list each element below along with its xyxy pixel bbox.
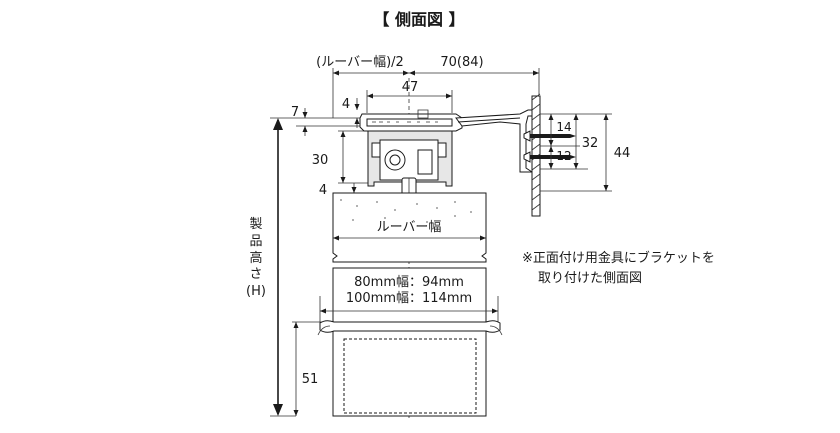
bracket-edge (457, 117, 521, 123)
arrowhead (320, 308, 326, 314)
arrowhead (548, 146, 554, 152)
dim-label-14: 14 (556, 120, 571, 134)
arrowhead (354, 104, 360, 110)
note-line-2: 取り付けた側面図 (538, 271, 642, 286)
arrowhead (533, 70, 539, 76)
arrowhead (480, 235, 486, 241)
screw-head-lower (523, 151, 531, 163)
weight-caps (317, 325, 503, 336)
arrowhead (293, 322, 299, 328)
arrowhead (548, 140, 554, 146)
label-product-height-2: 品 (249, 234, 262, 249)
arrowhead (367, 93, 373, 99)
carrier-tab-right (437, 142, 447, 158)
label-product-height-1: 製 (249, 217, 262, 232)
label-louver-width: ルーバー幅 (377, 220, 442, 235)
arrowhead (446, 93, 452, 99)
arrowhead (273, 404, 283, 416)
arrowhead (403, 70, 409, 76)
arrowhead (340, 131, 346, 137)
screw-upper (530, 134, 576, 138)
note-line-1: ※正面付け用金具にブラケットを (522, 250, 715, 266)
slat-texture (340, 199, 472, 223)
arrowhead (573, 163, 579, 169)
dim-label-30: 30 (312, 153, 329, 168)
dim-label-47: 47 (402, 80, 419, 95)
wall-bracket (455, 109, 537, 173)
dim-label-4-bottom: 4 (319, 183, 327, 198)
dim-label-32: 32 (582, 136, 599, 151)
dim-label-bracket-depth: 70(84) (440, 55, 483, 70)
head-rail-inner (366, 118, 453, 127)
label-product-height-4: さ (249, 267, 262, 282)
dim-label-51: 51 (302, 372, 319, 387)
arrowhead (548, 163, 554, 169)
arrowhead (302, 112, 308, 118)
bottom-weight-bar (319, 320, 501, 333)
arrowhead (351, 187, 357, 193)
arrowhead (603, 114, 609, 120)
dim-label-half-width: (ルーバー幅)/2 (316, 55, 404, 70)
screw-head-upper (523, 130, 531, 142)
gear-hub (389, 154, 401, 166)
dim-label-12: 12 (556, 149, 571, 163)
carrier-block (417, 149, 433, 175)
arrowhead (293, 410, 299, 416)
diagram-title: 【 側面図 】 (373, 10, 464, 29)
screw-lower (530, 155, 576, 159)
louver-slat (332, 192, 487, 263)
arrowhead (409, 70, 415, 76)
arrowhead (340, 177, 346, 183)
dim-label-7: 7 (291, 105, 299, 120)
rail-clip (417, 109, 429, 119)
arrowhead (548, 114, 554, 120)
label-width-80: 80mm幅：94mm (354, 275, 464, 290)
carrier-tab-left (371, 142, 381, 158)
arrowhead (573, 114, 579, 120)
label-width-100: 100mm幅：114mm (346, 291, 472, 306)
arrowhead (302, 126, 308, 132)
arrowhead (333, 70, 339, 76)
arrowhead (603, 185, 609, 191)
arrowhead (333, 235, 339, 241)
bottom-weight-pocket (343, 338, 477, 414)
arrowhead (273, 118, 283, 130)
arrowhead (354, 118, 360, 124)
label-product-height-3: 高 (249, 250, 262, 266)
label-product-height-h: (H) (246, 284, 266, 299)
dim-label-4-top: 4 (342, 97, 350, 112)
arrowhead (492, 308, 498, 314)
dim-label-44: 44 (614, 146, 631, 161)
